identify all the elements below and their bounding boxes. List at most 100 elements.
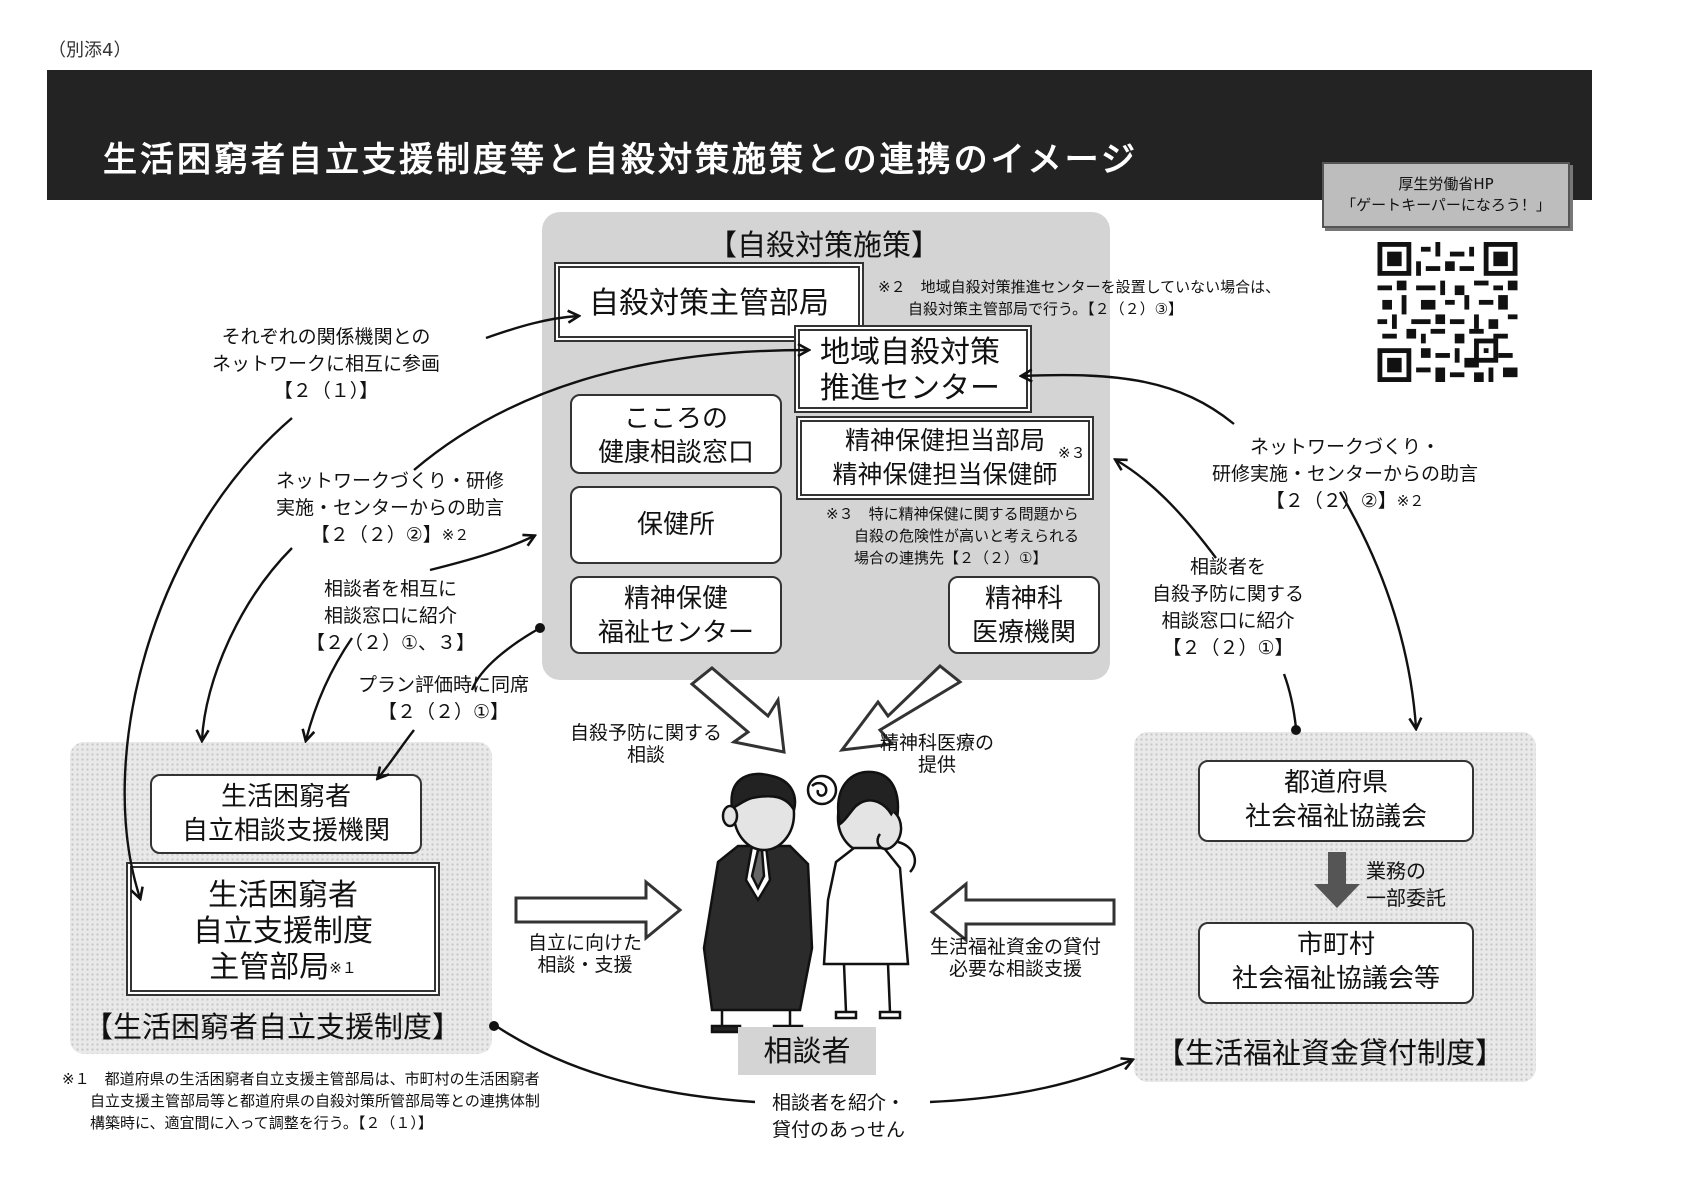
training-right-line3-row: 【２（２）②】※２ xyxy=(1212,488,1478,515)
refer-prevent-line2: 自殺予防に関する xyxy=(1152,583,1305,605)
label-prevent-consult: 自殺予防に関する 相談 xyxy=(570,722,722,766)
welfare-panel-title: 【生活福祉資金貸付制度】 xyxy=(1156,1036,1505,1070)
arrow-intro-to-welfare xyxy=(929,1060,1132,1104)
intro-line2: 貸付のあっせん xyxy=(772,1119,906,1141)
pref-council-box: 都道府県 社会福祉協議会 xyxy=(1198,760,1474,842)
arrow-training-to-agency xyxy=(202,547,293,740)
poverty-agency-line1: 生活困窮者 xyxy=(220,782,351,812)
label-independence: 自立に向けた 相談・支援 xyxy=(528,932,642,976)
arrow-center-right xyxy=(1022,375,1235,425)
footnote1-line1: ※１ 都道府県の生活困窮者自立支援主管部局は、市町村の生活困窮者 xyxy=(62,1070,540,1088)
psych-provide-line2: 提供 xyxy=(918,754,957,776)
loan-line2: 必要な相談支援 xyxy=(949,958,1083,980)
regional-center-line1: 地域自殺対策 xyxy=(820,335,1000,370)
training-right-line2: 研修実施・センターからの助言 xyxy=(1212,463,1479,485)
label-refer-mutual: 相談者を相互に 相談窓口に紹介 【２（２）①、３】 xyxy=(306,576,475,657)
refer-prevent-line1: 相談者を xyxy=(1190,556,1267,578)
note3: ※３ 特に精神保健に関する問題から 自殺の危険性が高いと考えられる 場合の連携先… xyxy=(826,503,1079,569)
consultant-figures xyxy=(702,770,917,1034)
psychiatric-institution-box: 精神科 医療機関 xyxy=(948,576,1100,654)
mental-center-line2: 福祉センター xyxy=(597,618,754,648)
arrow-network-to-main-dept xyxy=(485,316,578,340)
plan-line2: 【２（２）①】 xyxy=(377,701,510,723)
arrow-prevent-to-mental-dept xyxy=(1116,460,1217,559)
arrow-prevent-to-welfare xyxy=(1282,673,1298,729)
label-intro: 相談者を紹介・ 貸付のあっせん xyxy=(772,1090,905,1144)
dot-poverty xyxy=(489,1021,499,1031)
network-line2: ネットワークに相互に参画 xyxy=(212,353,441,375)
mental-welfare-center-box: 精神保健 福祉センター xyxy=(570,576,782,654)
muni-council-line1: 市町村 xyxy=(1296,930,1375,960)
suicide-main-dept-label: 自殺対策主管部局 xyxy=(589,286,829,321)
pref-council-line2: 社会福祉協議会 xyxy=(1244,802,1427,832)
plan-line1: プラン評価時に同席 xyxy=(358,674,530,696)
consultant-label: 相談者 xyxy=(738,1027,876,1075)
kokoro-consult-box: こころの 健康相談窓口 xyxy=(570,394,782,474)
poverty-consult-agency-box: 生活困窮者 自立相談支援機関 xyxy=(150,774,422,854)
prevent-consult-line1: 自殺予防に関する xyxy=(570,722,723,744)
arrow-plan-to-agency xyxy=(378,729,415,778)
note2: ※２ 地域自殺対策推進センターを設置していない場合は、 自殺対策主管部局で行う。… xyxy=(878,276,1280,320)
training-left-line1: ネットワークづくり・研修 xyxy=(276,470,505,492)
solid-arrow-delegate xyxy=(1314,852,1360,908)
training-left-mark: ※２ xyxy=(441,526,470,544)
pref-council-line1: 都道府県 xyxy=(1283,768,1388,798)
arrow-refer-to-agency xyxy=(306,637,353,740)
kokoro-line2: 健康相談窓口 xyxy=(597,438,754,468)
note3-line1: ※３ 特に精神保健に関する問題から xyxy=(826,505,1079,523)
training-right-line1: ネットワークづくり・ xyxy=(1250,436,1441,458)
page-title: 生活困窮者自立支援制度等と自殺対策施策との連携のイメージ xyxy=(103,140,1138,180)
note3-line3: 場合の連携先【２（２）①】 xyxy=(854,549,1048,567)
poverty-agency-line2: 自立相談支援機関 xyxy=(181,816,390,846)
training-right-mark: ※２ xyxy=(1396,492,1425,510)
label-training-left: ネットワークづくり・研修 実施・センターからの助言 【２（２）②】※２ xyxy=(276,468,504,549)
label-training-right: ネットワークづくり・ 研修実施・センターからの助言 【２（２）②】※２ xyxy=(1212,434,1478,515)
footnote1-line2: 自立支援主管部局等と都道府県の自殺対策所管部局等との連携体制 xyxy=(90,1092,540,1110)
dot-welfare xyxy=(1291,725,1301,735)
mental-health-dept-box: 精神保健担当部局 精神保健担当保健師 xyxy=(796,416,1094,500)
prevent-consult-line2: 相談 xyxy=(627,744,666,766)
hp-badge-line2: 「ゲートキーパーになろう！」 xyxy=(1341,196,1551,214)
loan-line1: 生活福祉資金の貸付 xyxy=(930,936,1102,958)
regional-center-line2: 推進センター xyxy=(820,371,1000,406)
mental-dept-mark: ※３ xyxy=(1058,444,1086,462)
training-right-line3: 【２（２）②】 xyxy=(1265,490,1397,512)
arrow-refer-to-suicide xyxy=(429,536,534,572)
psych-line1: 精神科 xyxy=(984,584,1063,614)
label-loan: 生活福祉資金の貸付 必要な相談支援 xyxy=(930,936,1101,980)
independence-line1: 自立に向けた xyxy=(528,932,643,954)
arrow-network-to-poverty-dept xyxy=(123,417,293,898)
refer-mutual-line3: 【２（２）①、３】 xyxy=(306,632,476,654)
mhlw-hp-badge[interactable]: 厚生労働省HP 「ゲートキーパーになろう！」 xyxy=(1322,162,1570,228)
poverty-dept-mark: ※１ xyxy=(329,959,357,977)
psych-line2: 医療機関 xyxy=(971,618,1076,648)
training-left-line3-row: 【２（２）②】※２ xyxy=(276,522,504,549)
muni-council-line2: 社会福祉協議会等 xyxy=(1231,964,1440,994)
kokoro-line1: こころの xyxy=(623,404,728,434)
poverty-dept-line3-row: 主管部局※１ xyxy=(132,950,434,986)
hollow-arrow-independence xyxy=(514,878,683,942)
network-line3: 【２（１）】 xyxy=(273,380,379,402)
psych-provide-line1: 精神科医療の xyxy=(880,732,995,754)
poverty-dept-line3: 主管部局 xyxy=(209,950,330,985)
mental-center-line1: 精神保健 xyxy=(623,584,728,614)
arrow-right-to-welfare xyxy=(1338,491,1416,728)
training-left-line3: 【２（２）②】 xyxy=(310,524,442,546)
label-plan: プラン評価時に同席 【２（２）①】 xyxy=(358,672,529,726)
dot-plan xyxy=(535,623,545,633)
muni-council-box: 市町村 社会福祉協議会等 xyxy=(1198,922,1474,1004)
mental-dept-line1: 精神保健担当部局 xyxy=(844,426,1045,455)
arrow-plan-link xyxy=(470,626,541,691)
independence-line2: 相談・支援 xyxy=(537,954,633,976)
hokenjo-label: 保健所 xyxy=(636,510,715,540)
poverty-panel-title: 【生活困窮者自立支援制度】 xyxy=(84,1010,462,1044)
delegate-line2: 一部委託 xyxy=(1366,886,1446,910)
qr-code-icon[interactable] xyxy=(1375,242,1520,382)
poverty-dept-line1: 生活困窮者 xyxy=(208,878,358,913)
label-psych-provide: 精神科医療の 提供 xyxy=(880,732,994,776)
note2-line1: ※２ 地域自殺対策推進センターを設置していない場合は、 xyxy=(878,278,1281,296)
hp-badge-line1: 厚生労働省HP xyxy=(1398,175,1494,193)
refer-mutual-line1: 相談者を相互に xyxy=(324,578,458,600)
poverty-main-dept-box: 生活困窮者 自立支援制度 主管部局※１ xyxy=(126,862,440,996)
